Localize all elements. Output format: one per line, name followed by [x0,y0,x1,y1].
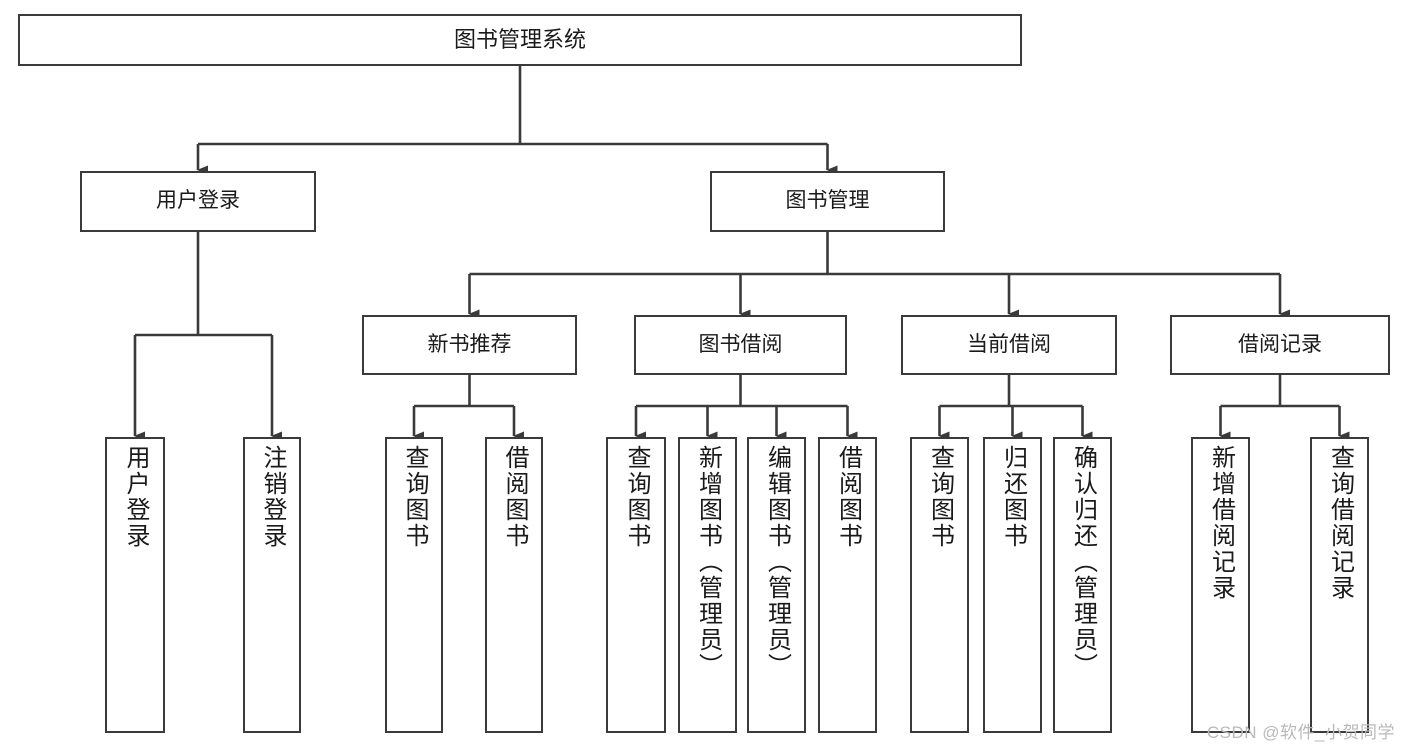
node-root[interactable]: 图书管理系统 [18,14,1022,66]
node-label: 借阅记录 [1238,332,1322,356]
node-label: 当前借阅 [967,332,1051,356]
node-leaf-borrow-book-1[interactable]: 借阅图书 [485,437,543,733]
node-leaf-confirm-return[interactable]: 确认归还（管理员） [1053,437,1112,733]
node-label: 用户登录 [156,189,240,213]
node-label: 新书推荐 [427,332,512,356]
node-leaf-add-book[interactable]: 新增图书（管理员） [678,437,737,733]
node-leaf-query-record[interactable]: 查询借阅记录 [1310,437,1369,733]
node-book-borrow[interactable]: 图书借阅 [634,315,847,375]
node-label: 确认归还（管理员） [1069,445,1097,679]
node-label: 注销登录 [259,445,286,549]
node-current-borrow[interactable]: 当前借阅 [901,315,1117,375]
node-label: 用户登录 [122,445,149,549]
node-label: 编辑图书（管理员） [763,445,791,679]
node-label: 借阅图书 [501,445,528,549]
node-book-manage[interactable]: 图书管理 [710,171,945,232]
node-label: 新增图书（管理员） [694,445,722,679]
node-label: 查询图书 [401,445,428,549]
node-borrow-record[interactable]: 借阅记录 [1170,315,1390,375]
node-leaf-borrow-book-2[interactable]: 借阅图书 [818,437,877,733]
node-label: 图书管理 [785,189,870,213]
node-user-login[interactable]: 用户登录 [80,171,316,232]
node-leaf-query-book-1[interactable]: 查询图书 [385,437,443,733]
node-new-book-rec[interactable]: 新书推荐 [362,315,577,375]
node-leaf-edit-book[interactable]: 编辑图书（管理员） [747,437,806,733]
node-label: 归还图书 [999,445,1027,549]
node-label: 查询图书 [926,445,954,549]
node-label: 查询图书 [623,445,650,549]
node-label: 查询借阅记录 [1326,445,1354,601]
node-leaf-query-book-2[interactable]: 查询图书 [606,437,666,733]
node-label: 新增借阅记录 [1207,445,1235,601]
node-leaf-return-book[interactable]: 归还图书 [983,437,1042,733]
node-leaf-query-book-3[interactable]: 查询图书 [910,437,969,733]
node-leaf-user-login[interactable]: 用户登录 [105,437,165,733]
node-leaf-logout[interactable]: 注销登录 [243,437,301,733]
node-label: 图书借阅 [698,332,783,356]
node-label: 借阅图书 [834,445,862,549]
node-label: 图书管理系统 [453,26,586,52]
node-leaf-add-record[interactable]: 新增借阅记录 [1191,437,1250,733]
